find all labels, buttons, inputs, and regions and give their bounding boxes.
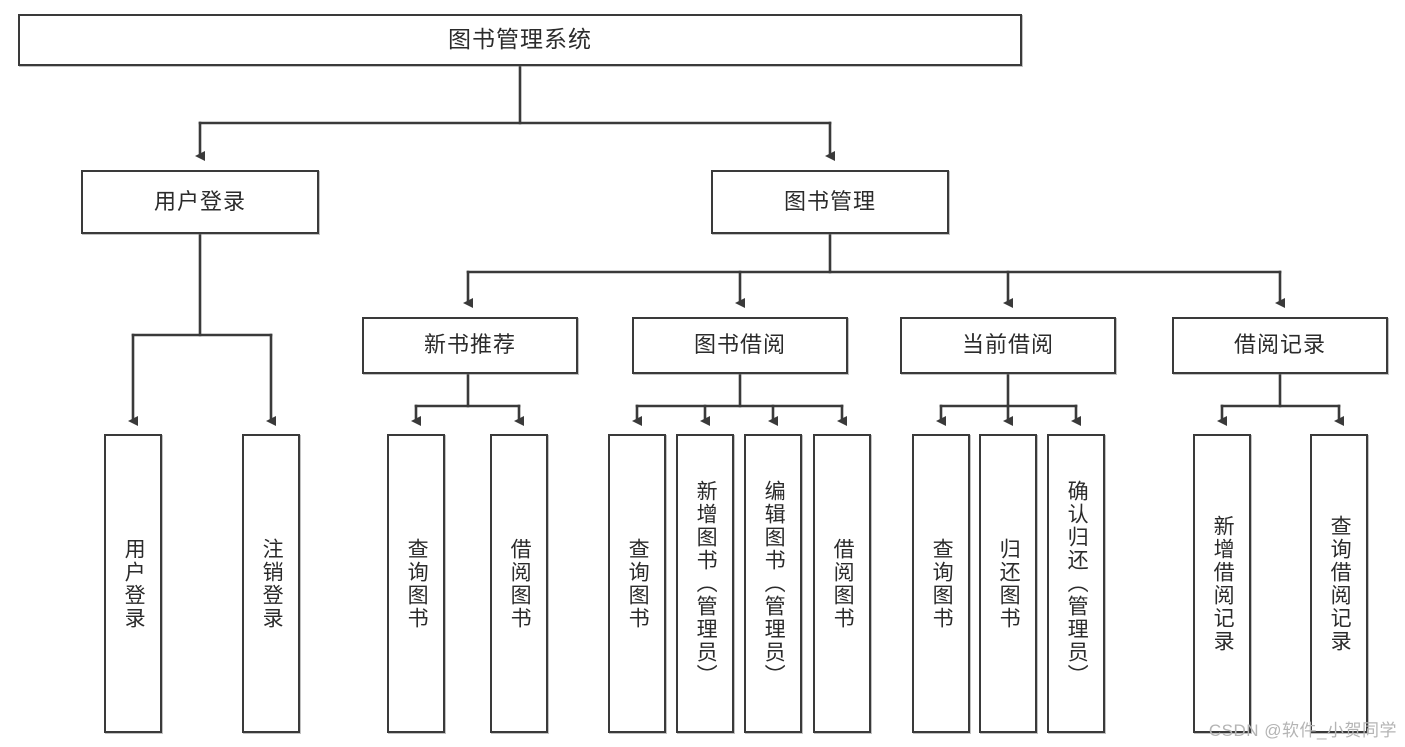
- node-book-borrow[interactable]: 图书借阅: [632, 317, 848, 374]
- leaf-new-book-borrow[interactable]: 借阅图书: [490, 434, 548, 733]
- node-label: 注销登录: [260, 537, 284, 630]
- node-label: 查询借阅记录: [1328, 514, 1352, 653]
- node-label: 归还图书: [997, 537, 1021, 630]
- leaf-book-borrow-edit[interactable]: 编辑图书（管理员）: [744, 434, 802, 733]
- node-label: 当前借阅: [961, 332, 1054, 358]
- leaf-current-borrow-return[interactable]: 归还图书: [979, 434, 1037, 733]
- leaf-user-login-logout[interactable]: 注销登录: [242, 434, 300, 733]
- node-label: 查询图书: [626, 537, 650, 630]
- leaf-new-book-query[interactable]: 查询图书: [387, 434, 445, 733]
- node-root-system[interactable]: 图书管理系统: [18, 14, 1022, 66]
- leaf-book-borrow-borrow[interactable]: 借阅图书: [813, 434, 871, 733]
- node-label: 图书管理系统: [448, 26, 592, 53]
- node-book-management[interactable]: 图书管理: [711, 170, 949, 234]
- node-current-borrow[interactable]: 当前借阅: [900, 317, 1116, 374]
- leaf-borrow-record-add[interactable]: 新增借阅记录: [1193, 434, 1251, 733]
- csdn-watermark: CSDN @软件_小贺同学: [1208, 721, 1397, 740]
- node-label: 图书借阅: [693, 332, 786, 358]
- node-label: 借阅记录: [1233, 332, 1326, 358]
- leaf-current-borrow-confirm-return[interactable]: 确认归还（管理员）: [1047, 434, 1105, 733]
- node-label: 图书管理: [783, 188, 876, 214]
- node-label: 用户登录: [153, 188, 246, 214]
- node-label: 查询图书: [930, 537, 954, 630]
- node-label: 借阅图书: [508, 537, 532, 630]
- leaf-book-borrow-query[interactable]: 查询图书: [608, 434, 666, 733]
- node-label: 确认归还（管理员）: [1065, 480, 1089, 687]
- leaf-user-login-login[interactable]: 用户登录: [104, 434, 162, 733]
- leaf-book-borrow-add[interactable]: 新增图书（管理员）: [676, 434, 734, 733]
- node-user-login[interactable]: 用户登录: [81, 170, 319, 234]
- node-label: 用户登录: [122, 537, 146, 630]
- node-borrow-record[interactable]: 借阅记录: [1172, 317, 1388, 374]
- leaf-current-borrow-query[interactable]: 查询图书: [912, 434, 970, 733]
- node-label: 新增借阅记录: [1211, 514, 1235, 653]
- node-label: 新书推荐: [423, 332, 516, 358]
- node-label: 查询图书: [405, 537, 429, 630]
- node-label: 编辑图书（管理员）: [762, 480, 786, 687]
- leaf-borrow-record-query[interactable]: 查询借阅记录: [1310, 434, 1368, 733]
- node-new-book-recommend[interactable]: 新书推荐: [362, 317, 578, 374]
- node-label: 新增图书（管理员）: [694, 480, 718, 687]
- node-label: 借阅图书: [831, 537, 855, 630]
